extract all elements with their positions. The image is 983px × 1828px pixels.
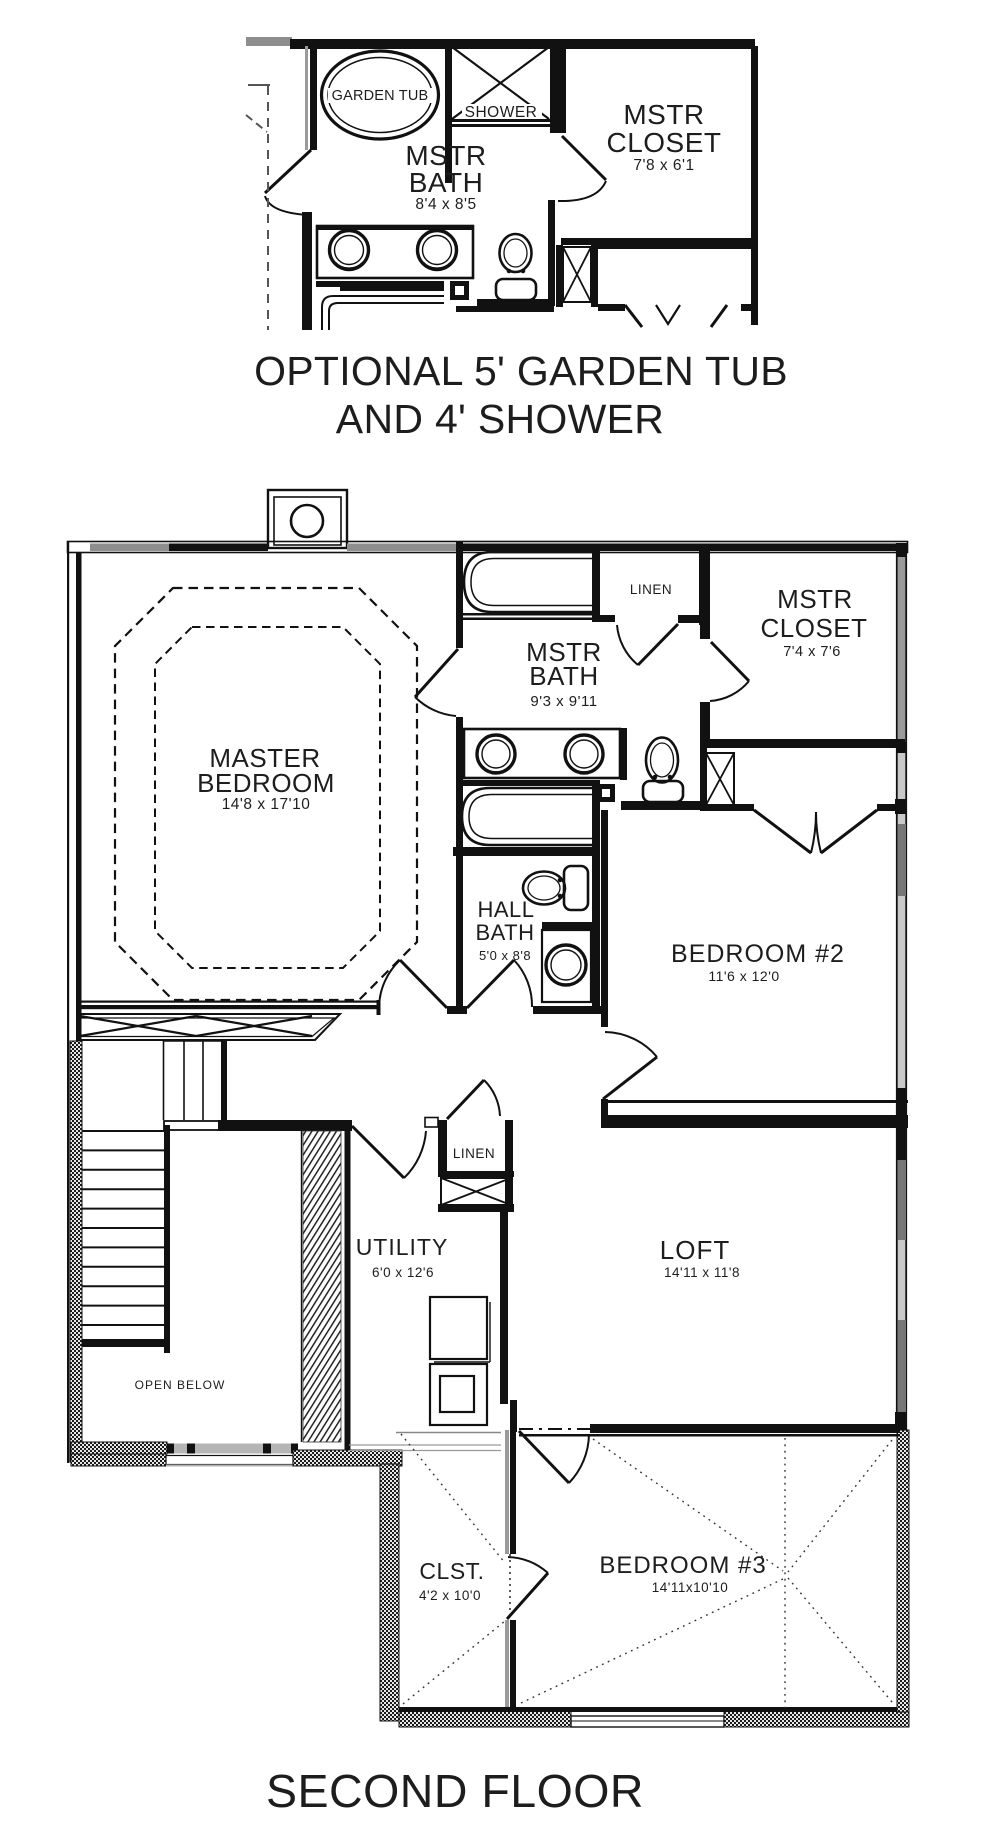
svg-text:CLOSET: CLOSET	[606, 127, 721, 158]
svg-text:BATH: BATH	[409, 167, 484, 198]
svg-text:CLOSET: CLOSET	[760, 613, 867, 643]
svg-text:UTILITY: UTILITY	[356, 1234, 449, 1260]
svg-text:14'8 x 17'10: 14'8 x 17'10	[222, 796, 311, 813]
svg-text:MSTR: MSTR	[623, 99, 704, 130]
svg-text:OPEN BELOW: OPEN BELOW	[135, 1378, 226, 1392]
svg-text:11'6 x 12'0: 11'6 x 12'0	[708, 968, 779, 984]
svg-text:MSTR: MSTR	[526, 637, 602, 667]
svg-text:8'4 x 8'5: 8'4 x 8'5	[415, 196, 476, 213]
svg-text:SHOWER: SHOWER	[465, 104, 538, 121]
svg-text:4'2 x 10'0: 4'2 x 10'0	[419, 1588, 481, 1603]
svg-text:CLST.: CLST.	[419, 1558, 484, 1584]
svg-text:OPTIONAL 5' GARDEN TUB: OPTIONAL 5' GARDEN TUB	[254, 348, 788, 394]
svg-text:LOFT: LOFT	[660, 1235, 730, 1265]
svg-text:LINEN: LINEN	[453, 1146, 495, 1161]
svg-text:GARDEN TUB: GARDEN TUB	[332, 88, 429, 104]
svg-text:9'3 x 9'11: 9'3 x 9'11	[530, 693, 597, 710]
svg-text:LINEN: LINEN	[630, 582, 672, 597]
svg-text:BEDROOM #3: BEDROOM #3	[599, 1552, 766, 1579]
svg-text:14'11x10'10: 14'11x10'10	[652, 1580, 728, 1595]
svg-text:BATH: BATH	[529, 661, 598, 691]
svg-text:14'11 x 11'8: 14'11 x 11'8	[664, 1265, 740, 1280]
svg-text:7'4 x 7'6: 7'4 x 7'6	[783, 644, 841, 660]
svg-text:BEDROOM: BEDROOM	[197, 768, 335, 798]
svg-text:MASTER: MASTER	[209, 743, 320, 773]
svg-text:SECOND FLOOR: SECOND FLOOR	[266, 1765, 644, 1817]
svg-text:MSTR: MSTR	[405, 140, 486, 171]
svg-text:7'8 x 6'1: 7'8 x 6'1	[633, 157, 694, 174]
svg-text:BATH: BATH	[475, 920, 534, 945]
svg-text:BEDROOM #2: BEDROOM #2	[671, 940, 845, 968]
svg-text:MSTR: MSTR	[777, 584, 853, 614]
svg-text:5'0 x 8'8: 5'0 x 8'8	[479, 948, 531, 963]
svg-text:6'0 x 12'6: 6'0 x 12'6	[372, 1265, 434, 1280]
svg-text:AND 4' SHOWER: AND 4' SHOWER	[336, 396, 664, 442]
svg-text:HALL: HALL	[477, 897, 534, 922]
